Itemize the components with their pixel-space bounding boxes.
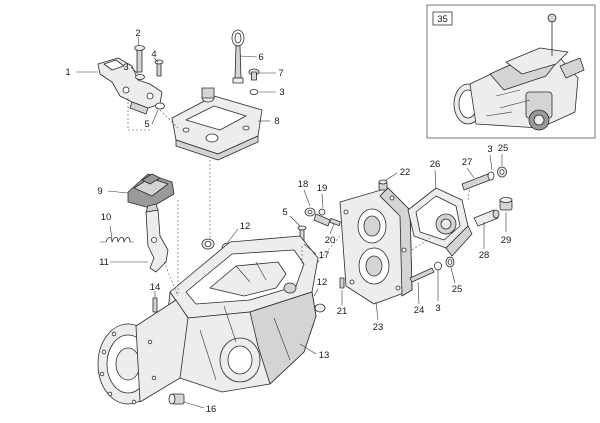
- callout-7: 7: [278, 68, 283, 79]
- callout-21: 21: [337, 306, 348, 317]
- rod-part-24: [409, 267, 435, 283]
- callout-14: 14: [150, 282, 161, 293]
- shaft-part-28: [473, 209, 500, 227]
- shift-bracket-part-1: [97, 57, 163, 115]
- callout-29: 29: [501, 235, 512, 246]
- inset-assembly-35: 35: [426, 4, 596, 139]
- spring-part-10: [100, 237, 134, 243]
- callout-20: 20: [325, 235, 336, 246]
- inset-gearbox-illustration: [453, 13, 585, 131]
- top-cover-part-8: [171, 87, 263, 161]
- plug-part-29: [499, 197, 513, 211]
- callout-3: 3: [279, 87, 284, 98]
- callout-4: 4: [151, 49, 156, 60]
- callout-25: 25: [498, 143, 509, 154]
- main-housing-part-13: [97, 235, 326, 405]
- inset-label: 35: [437, 14, 448, 25]
- callout-1: 1: [65, 67, 70, 78]
- callout-17: 17: [319, 250, 330, 261]
- shaft-part-27: [461, 166, 507, 191]
- bolt-part-7: [248, 68, 260, 95]
- callout-28: 28: [479, 250, 490, 261]
- callout-12: 12: [317, 277, 328, 288]
- callout-12: 12: [240, 221, 251, 232]
- callout-25: 25: [452, 284, 463, 295]
- callout-18: 18: [298, 179, 309, 190]
- washers-parts-3d-25b: [434, 256, 455, 271]
- callout-9: 9: [97, 186, 102, 197]
- callout-27: 27: [462, 157, 473, 168]
- callout-22: 22: [400, 167, 411, 178]
- callout-10: 10: [101, 212, 112, 223]
- callout-labels: 1 2 3 4 5 6 7 3 8 9 10 11 12 5 17 14 12 …: [65, 28, 511, 415]
- callout-11: 11: [99, 257, 109, 268]
- dowel-part-14: [152, 297, 158, 313]
- callout-3: 3: [435, 303, 440, 314]
- leader-lines: [76, 36, 507, 409]
- dipstick-part-6: [231, 29, 245, 84]
- breather-plug-part-22: [378, 179, 388, 191]
- callout-16: 16: [206, 404, 217, 415]
- callout-19: 19: [317, 183, 328, 194]
- callout-5: 5: [282, 207, 287, 218]
- rear-cover-part-26: [407, 187, 473, 257]
- callout-6: 6: [258, 52, 263, 63]
- callout-3: 3: [123, 62, 128, 73]
- shift-fork-part-11: [145, 203, 169, 273]
- callout-5: 5: [144, 119, 149, 130]
- callout-8: 8: [274, 116, 279, 127]
- inset-frame: [426, 4, 596, 139]
- alignment-lines: [127, 98, 471, 297]
- callout-24: 24: [414, 305, 425, 316]
- callout-3: 3: [487, 144, 492, 155]
- drain-plug-part-16: [168, 393, 185, 405]
- callout-23: 23: [373, 322, 384, 333]
- callout-13: 13: [319, 350, 330, 361]
- bearing-plate-part-23: [339, 187, 413, 305]
- fasteners-parts-18-21: [304, 207, 345, 289]
- rubber-boot-part-9: [127, 173, 175, 209]
- callout-26: 26: [430, 159, 441, 170]
- inset-label-box: [432, 11, 453, 26]
- callout-2: 2: [135, 28, 140, 39]
